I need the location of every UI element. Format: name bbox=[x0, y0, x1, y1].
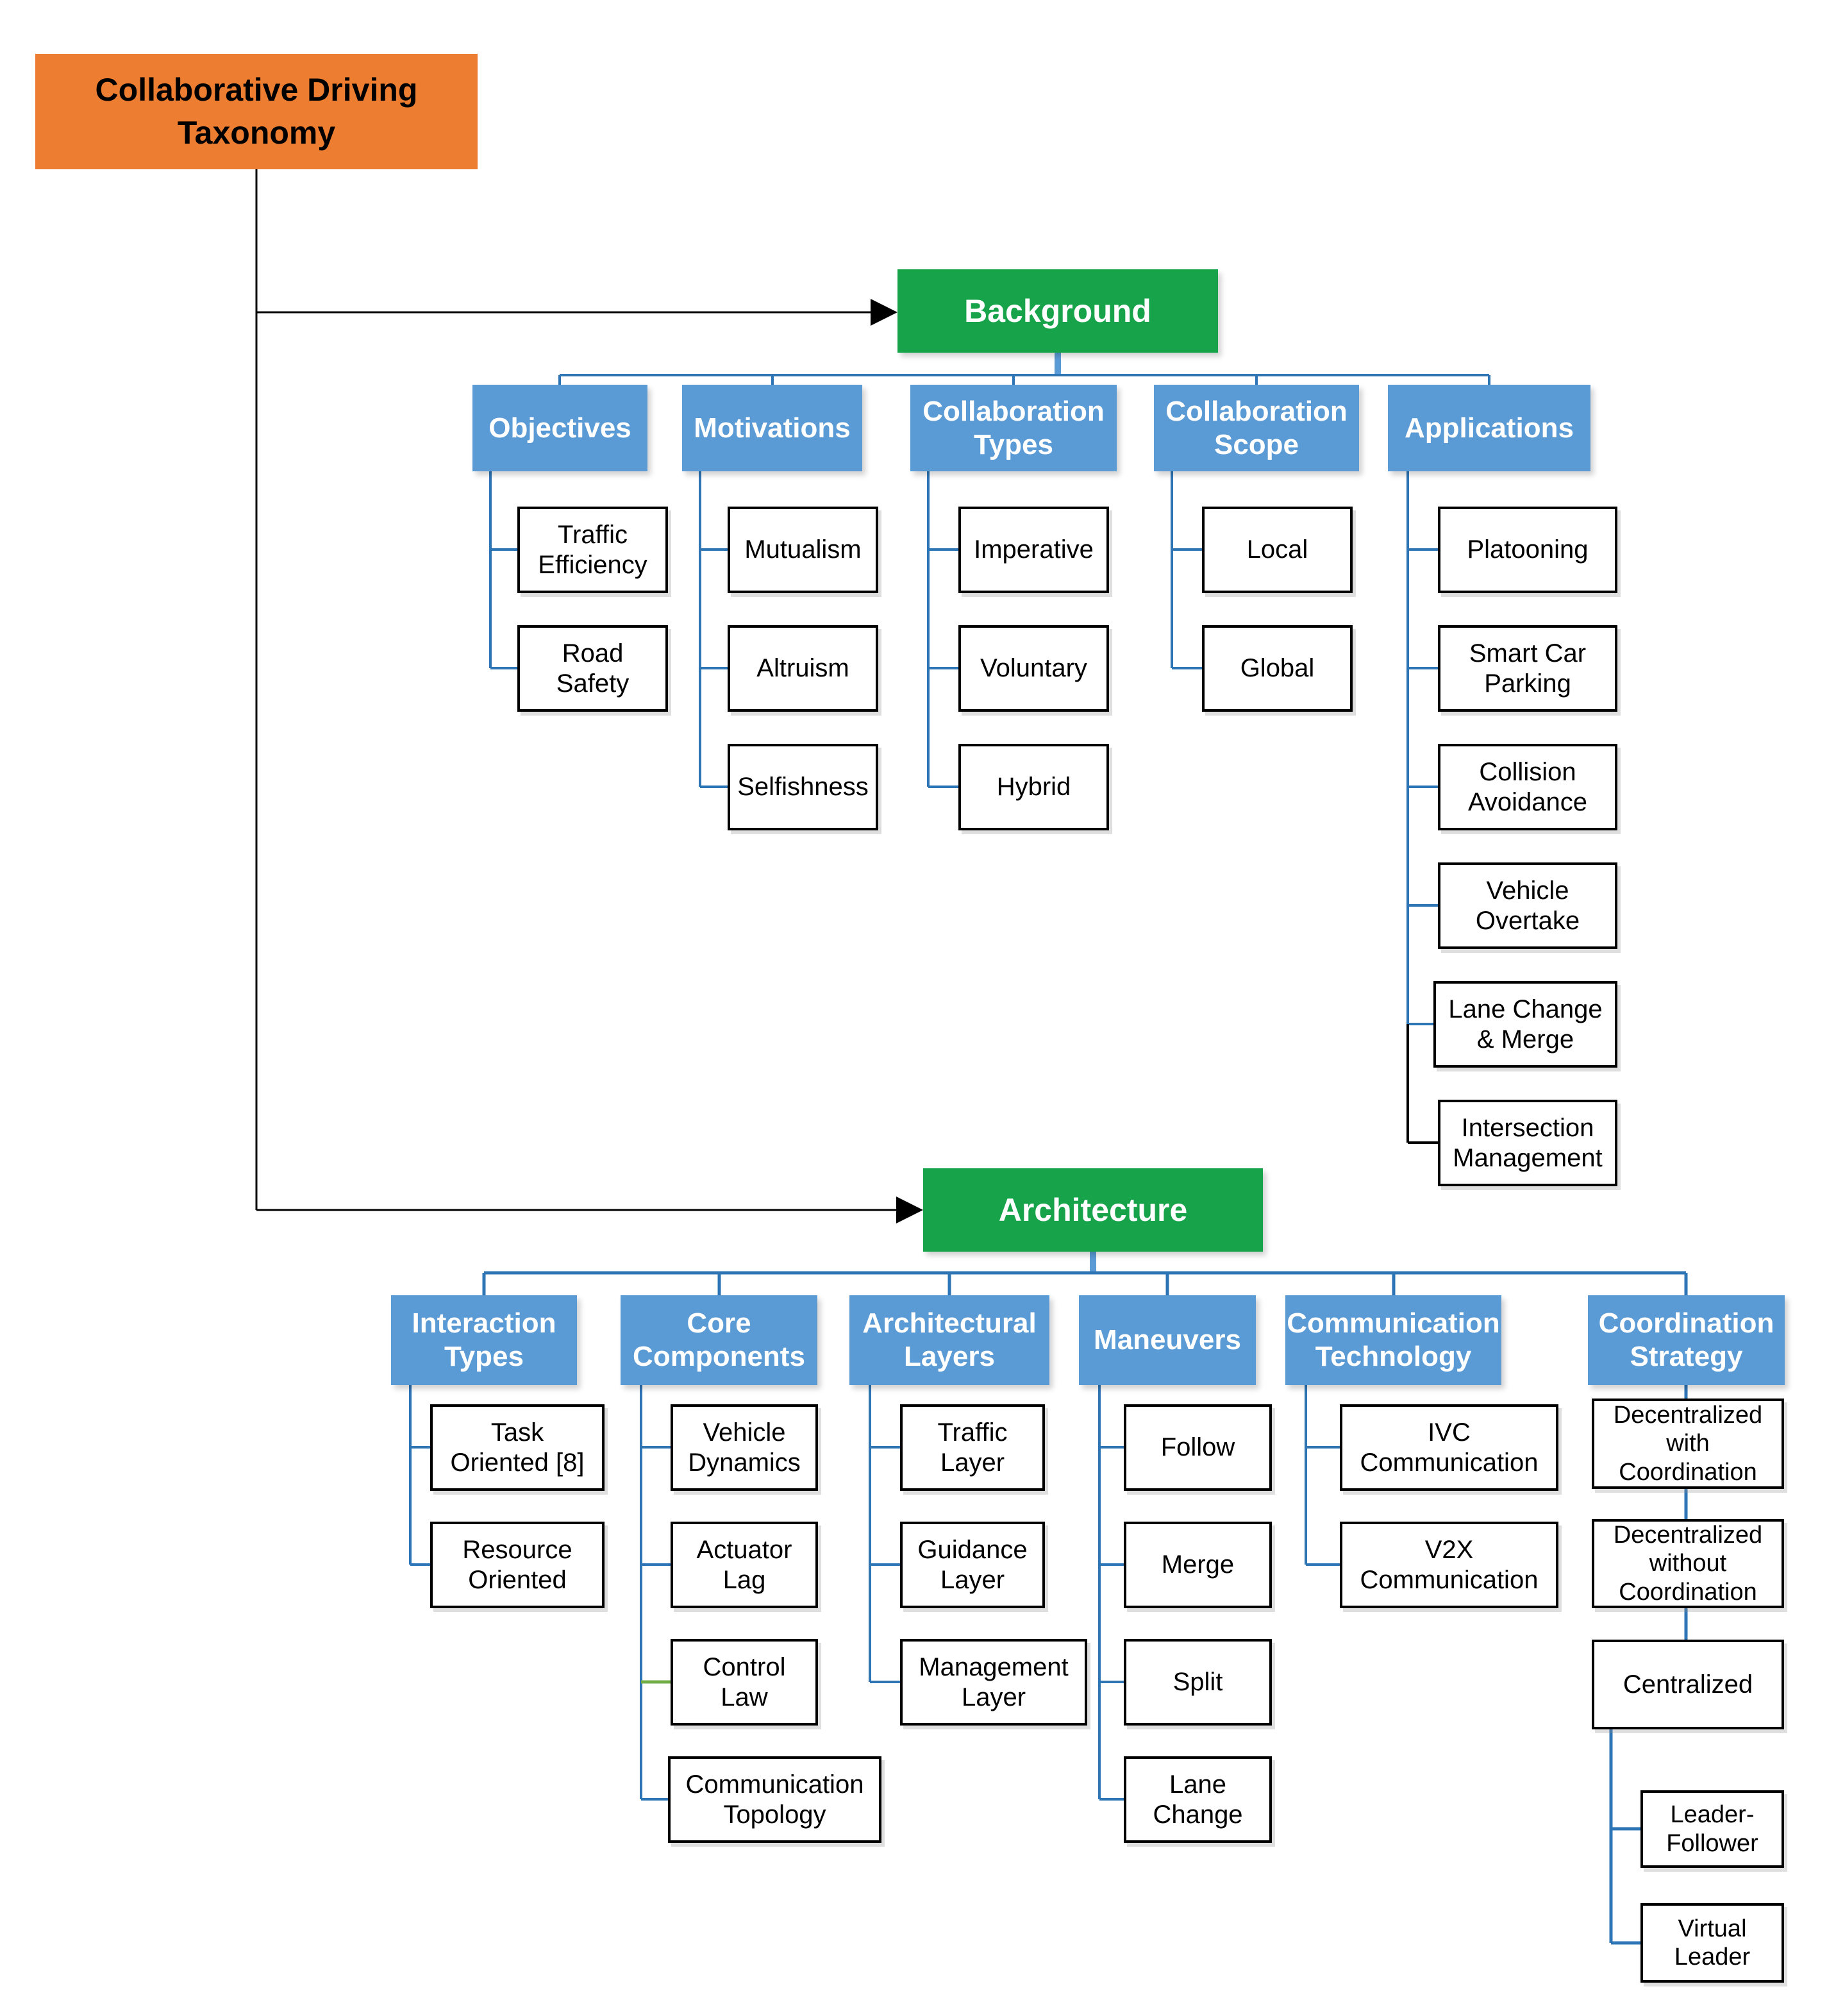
arrowhead-architecture bbox=[896, 1197, 923, 1223]
group-core-components: Core Components bbox=[621, 1295, 817, 1385]
group-architectural-layers: Architectural Layers bbox=[849, 1295, 1049, 1385]
node-traffic-efficiency: Traffic Efficiency bbox=[517, 507, 668, 593]
node-control-law: Control Law bbox=[671, 1639, 818, 1726]
node-hybrid: Hybrid bbox=[958, 744, 1109, 830]
node-task-oriented: Task Oriented [8] bbox=[430, 1404, 605, 1491]
node-altruism: Altruism bbox=[728, 625, 878, 712]
node-ivc-communication: IVC Communication bbox=[1340, 1404, 1558, 1491]
node-leader-follower: Leader-Follower bbox=[1640, 1790, 1784, 1868]
node-selfishness: Selfishness bbox=[728, 744, 878, 830]
group-collaboration-scope: Collaboration Scope bbox=[1154, 385, 1359, 471]
node-voluntary: Voluntary bbox=[958, 625, 1109, 712]
group-objectives: Objectives bbox=[472, 385, 647, 471]
node-communication-topology: Communication Topology bbox=[668, 1756, 881, 1843]
node-follow: Follow bbox=[1124, 1404, 1272, 1491]
node-resource-oriented: Resource Oriented bbox=[430, 1522, 605, 1608]
node-smart-car-parking: Smart Car Parking bbox=[1438, 625, 1617, 712]
node-traffic-layer: Traffic Layer bbox=[900, 1404, 1045, 1491]
group-motivations: Motivations bbox=[682, 385, 862, 471]
node-virtual-leader: Virtual Leader bbox=[1640, 1903, 1784, 1983]
node-intersection-management: Intersection Management bbox=[1438, 1100, 1617, 1186]
group-coordination-strategy: Coordination Strategy bbox=[1588, 1295, 1785, 1385]
node-platooning: Platooning bbox=[1438, 507, 1617, 593]
root-node: Collaborative Driving Taxonomy bbox=[35, 54, 478, 169]
node-v2x-communication: V2X Communication bbox=[1340, 1522, 1558, 1608]
group-interaction-types: Interaction Types bbox=[391, 1295, 577, 1385]
node-split: Split bbox=[1124, 1639, 1272, 1726]
node-lane-change: Lane Change bbox=[1124, 1756, 1272, 1843]
node-decentralized-with-coordination: Decentralized with Coordination bbox=[1592, 1399, 1784, 1489]
node-global: Global bbox=[1202, 625, 1353, 712]
node-vehicle-overtake: Vehicle Overtake bbox=[1438, 862, 1617, 949]
node-road-safety: Road Safety bbox=[517, 625, 668, 712]
node-centralized: Centralized bbox=[1592, 1640, 1784, 1729]
group-applications: Applications bbox=[1388, 385, 1590, 471]
group-collaboration-types: Collaboration Types bbox=[910, 385, 1117, 471]
node-mutualism: Mutualism bbox=[728, 507, 878, 593]
node-actuator-lag: Actuator Lag bbox=[671, 1522, 818, 1608]
node-guidance-layer: Guidance Layer bbox=[900, 1522, 1045, 1608]
node-management-layer: Management Layer bbox=[900, 1639, 1087, 1726]
node-decentralized-without-coordination: Decentralized without Coordination bbox=[1592, 1519, 1784, 1608]
node-vehicle-dynamics: Vehicle Dynamics bbox=[671, 1404, 818, 1491]
arrowhead-background bbox=[871, 299, 897, 326]
section-background: Background bbox=[897, 269, 1218, 353]
node-local: Local bbox=[1202, 507, 1353, 593]
group-communication-technology: Communication Technology bbox=[1285, 1295, 1501, 1385]
group-maneuvers: Maneuvers bbox=[1079, 1295, 1256, 1385]
section-architecture: Architecture bbox=[923, 1168, 1263, 1252]
node-merge: Merge bbox=[1124, 1522, 1272, 1608]
node-lane-change-merge: Lane Change & Merge bbox=[1433, 981, 1617, 1068]
node-collision-avoidance: Collision Avoidance bbox=[1438, 744, 1617, 830]
node-imperative: Imperative bbox=[958, 507, 1109, 593]
